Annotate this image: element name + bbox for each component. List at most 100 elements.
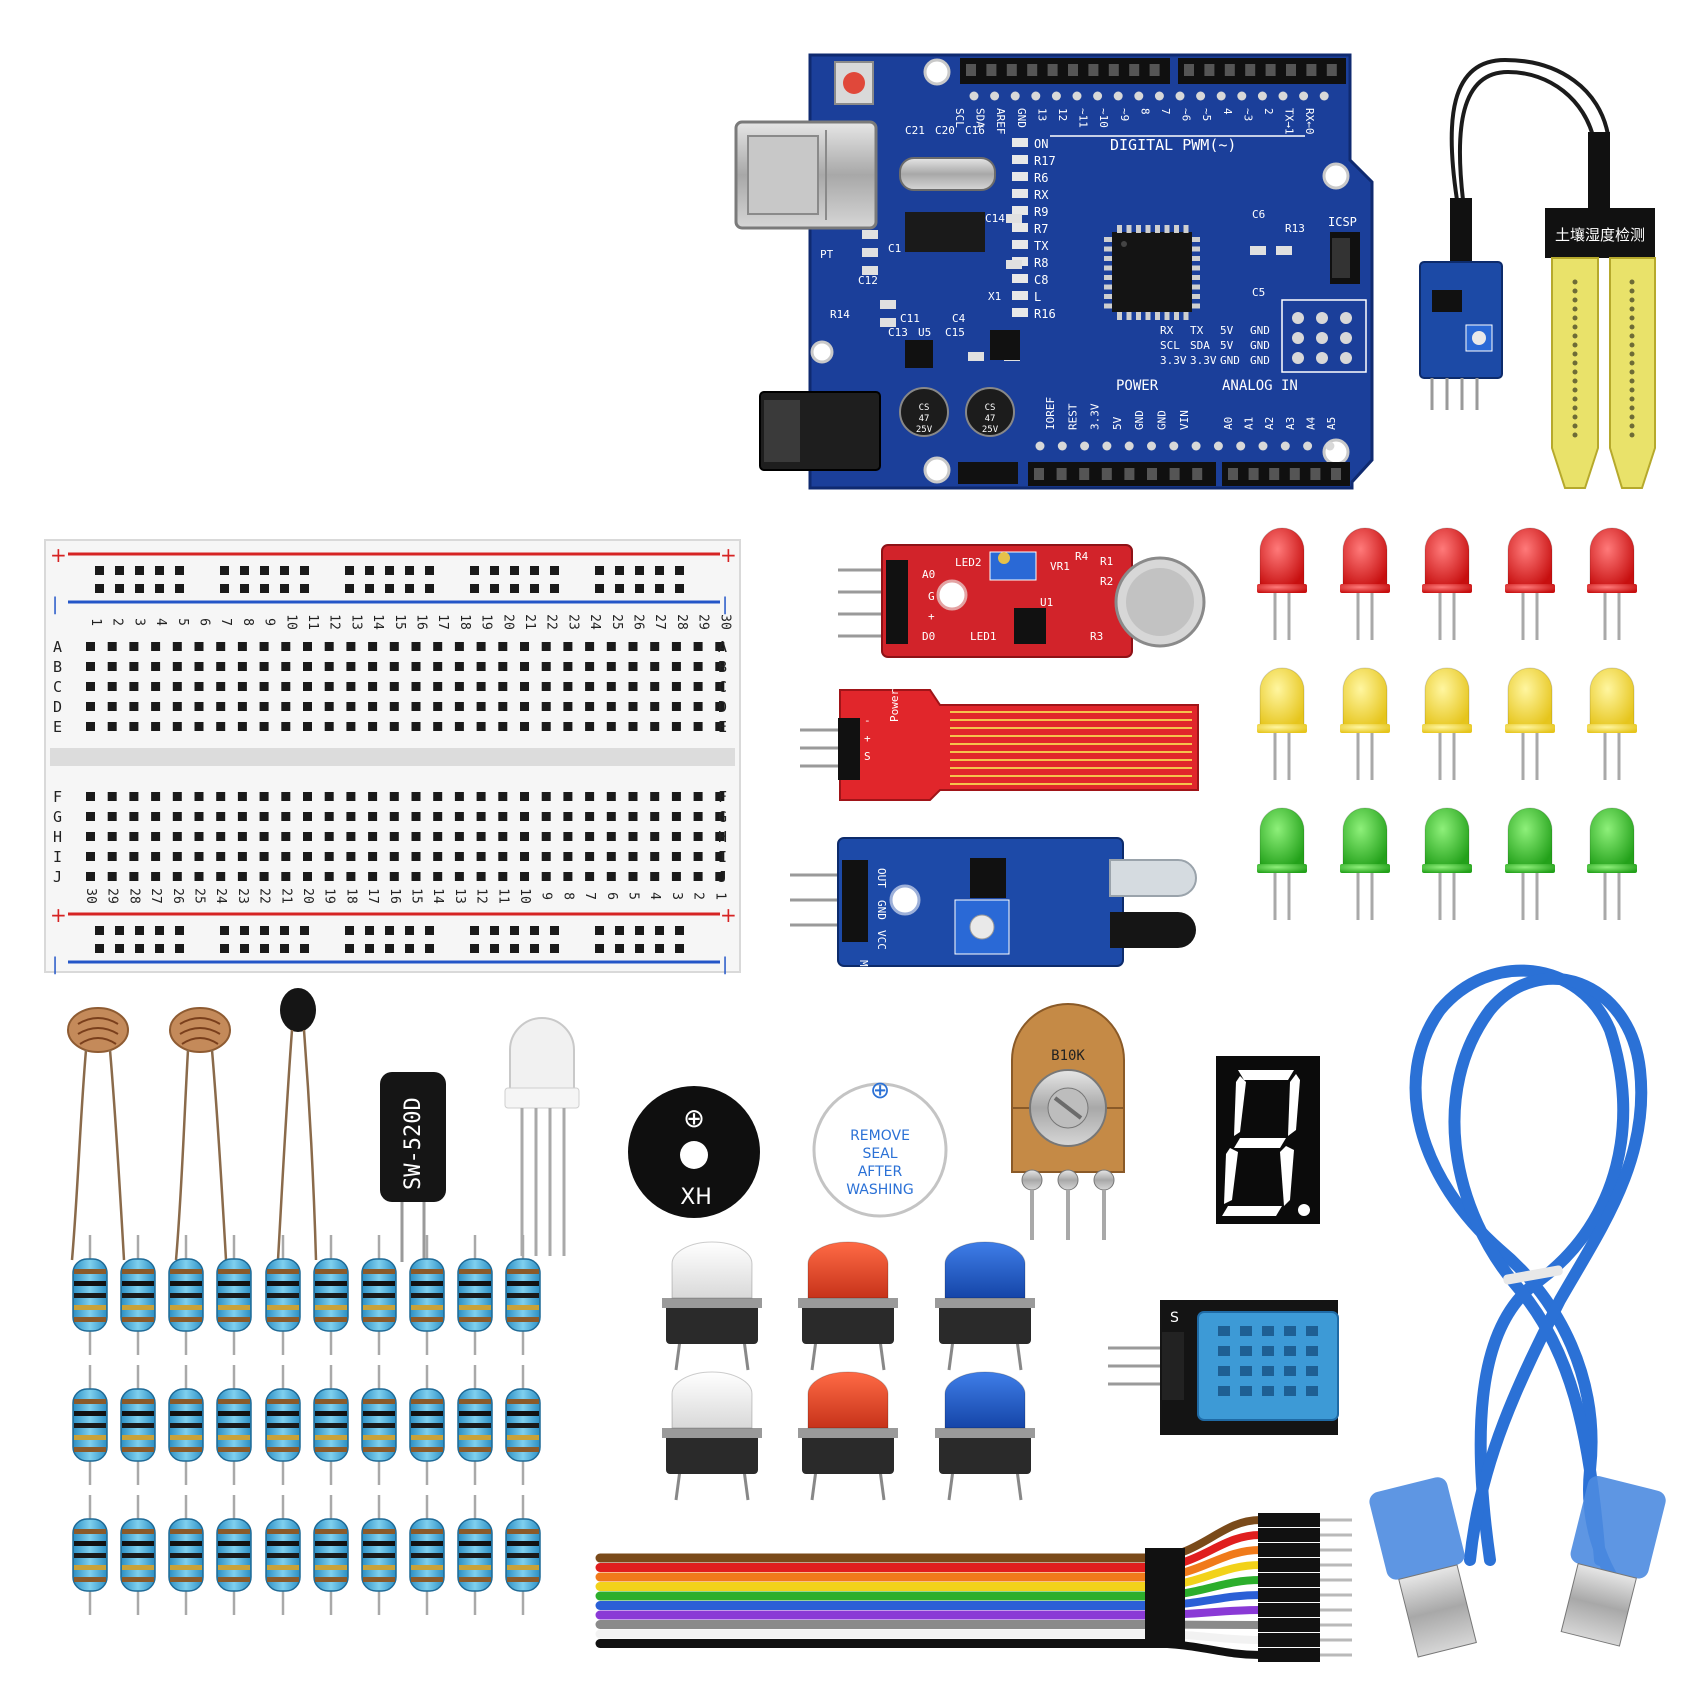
sound-module-label: R2 <box>1100 575 1113 588</box>
serial-label: GND <box>1250 354 1270 367</box>
resistor-band <box>218 1293 250 1298</box>
resistor-icon <box>313 1495 349 1615</box>
rail-hole <box>260 566 269 575</box>
mcu-pin <box>1104 256 1112 261</box>
dht-vent <box>1218 1346 1230 1356</box>
terminal-hole <box>498 682 508 691</box>
rail-hole <box>220 944 229 953</box>
terminal-hole <box>628 722 638 731</box>
rail-hole <box>240 926 249 935</box>
pad-hole <box>1072 91 1082 101</box>
column-label: 12 <box>474 888 489 904</box>
switch-cap <box>944 1241 1026 1299</box>
rail-hole <box>385 566 394 575</box>
status-label: TX <box>1034 239 1049 253</box>
resistor-icon <box>457 1235 493 1355</box>
terminal-hole <box>585 792 595 801</box>
smd-led <box>1012 308 1028 317</box>
probe-traces <box>1572 279 1635 438</box>
header-hole <box>1310 468 1321 480</box>
mcu-pin <box>1104 265 1112 271</box>
rail-hole <box>115 566 124 575</box>
terminal-hole <box>194 662 204 671</box>
rail-hole <box>175 566 184 575</box>
terminal-hole <box>433 872 443 881</box>
terminal-hole <box>216 642 226 651</box>
rail-hole <box>595 926 604 935</box>
resistor-band <box>170 1553 202 1558</box>
dht-vent <box>1284 1386 1296 1396</box>
terminal-hole <box>585 832 595 841</box>
resistor-band <box>74 1435 106 1440</box>
terminal-hole <box>194 852 204 861</box>
led-lens <box>1589 667 1635 729</box>
led-flange <box>1422 864 1472 873</box>
header-hole <box>1108 64 1119 76</box>
resistor-icon <box>168 1365 204 1485</box>
terminal-hole <box>498 852 508 861</box>
cable-loop <box>1409 964 1630 1596</box>
rail-plus-sign: + <box>720 903 737 927</box>
resistor-band <box>363 1399 395 1404</box>
terminal-hole <box>606 642 616 651</box>
terminal-hole <box>389 832 399 841</box>
terminal-hole <box>259 722 269 731</box>
terminal-hole <box>585 722 595 731</box>
rail-hole <box>300 566 309 575</box>
resistor-band <box>170 1541 202 1546</box>
probe-trace-dot <box>1629 387 1635 393</box>
resistor-band <box>411 1317 443 1322</box>
resistor-icon <box>505 1365 541 1485</box>
digital-pin-label: AREF <box>994 108 1007 135</box>
column-label: 12 <box>327 614 342 630</box>
resistor-band <box>459 1281 491 1286</box>
smd-led <box>1012 240 1028 249</box>
header-hole <box>1248 468 1259 480</box>
terminal-hole <box>433 812 443 821</box>
terminal-hole <box>346 812 356 821</box>
component-label: C11 <box>900 312 920 325</box>
resistor-band <box>267 1293 299 1298</box>
terminal-hole <box>476 832 486 841</box>
row-label: I <box>718 848 727 866</box>
terminal-hole <box>541 832 551 841</box>
buzzer-polarity: ⊕ <box>870 1076 890 1104</box>
probe-trace-dot <box>1629 405 1635 411</box>
smd-led <box>1012 172 1028 181</box>
mcu-pin <box>1117 225 1122 233</box>
header-hole <box>1006 64 1017 76</box>
resistor-band <box>170 1423 202 1428</box>
resistor-band <box>218 1305 250 1310</box>
rail-hole <box>425 584 434 593</box>
resistor-band <box>74 1269 106 1274</box>
terminal-hole <box>237 812 247 821</box>
resistor-icon <box>120 1495 156 1615</box>
column-label: 23 <box>565 614 580 630</box>
terminal-hole <box>281 682 291 691</box>
row-label: B <box>53 658 62 676</box>
pin-label: S <box>1170 1310 1179 1326</box>
switch-leg <box>810 1339 818 1371</box>
cap-label: 25V <box>916 425 933 435</box>
resistor-band <box>363 1423 395 1428</box>
terminal-hole <box>237 642 247 651</box>
resistor-band <box>74 1529 106 1534</box>
led-lens <box>1589 527 1635 589</box>
terminal-hole <box>715 812 725 821</box>
terminal-hole <box>693 642 703 651</box>
resistor-band <box>411 1541 443 1546</box>
jumper-wire-icon <box>595 1513 1352 1662</box>
terminal-hole <box>237 872 247 881</box>
breadboard: + + | | + + | | 112233445566778899101011… <box>44 539 741 975</box>
pad-hole <box>1080 441 1090 451</box>
column-label: 10 <box>517 888 532 904</box>
rail-hole <box>405 944 414 953</box>
pad-hole <box>1319 91 1329 101</box>
terminal-hole <box>650 682 660 691</box>
pad-hole <box>1134 91 1144 101</box>
tact-switch-icon <box>935 1241 1035 1371</box>
resistor-band <box>411 1553 443 1558</box>
terminal-hole <box>585 872 595 881</box>
